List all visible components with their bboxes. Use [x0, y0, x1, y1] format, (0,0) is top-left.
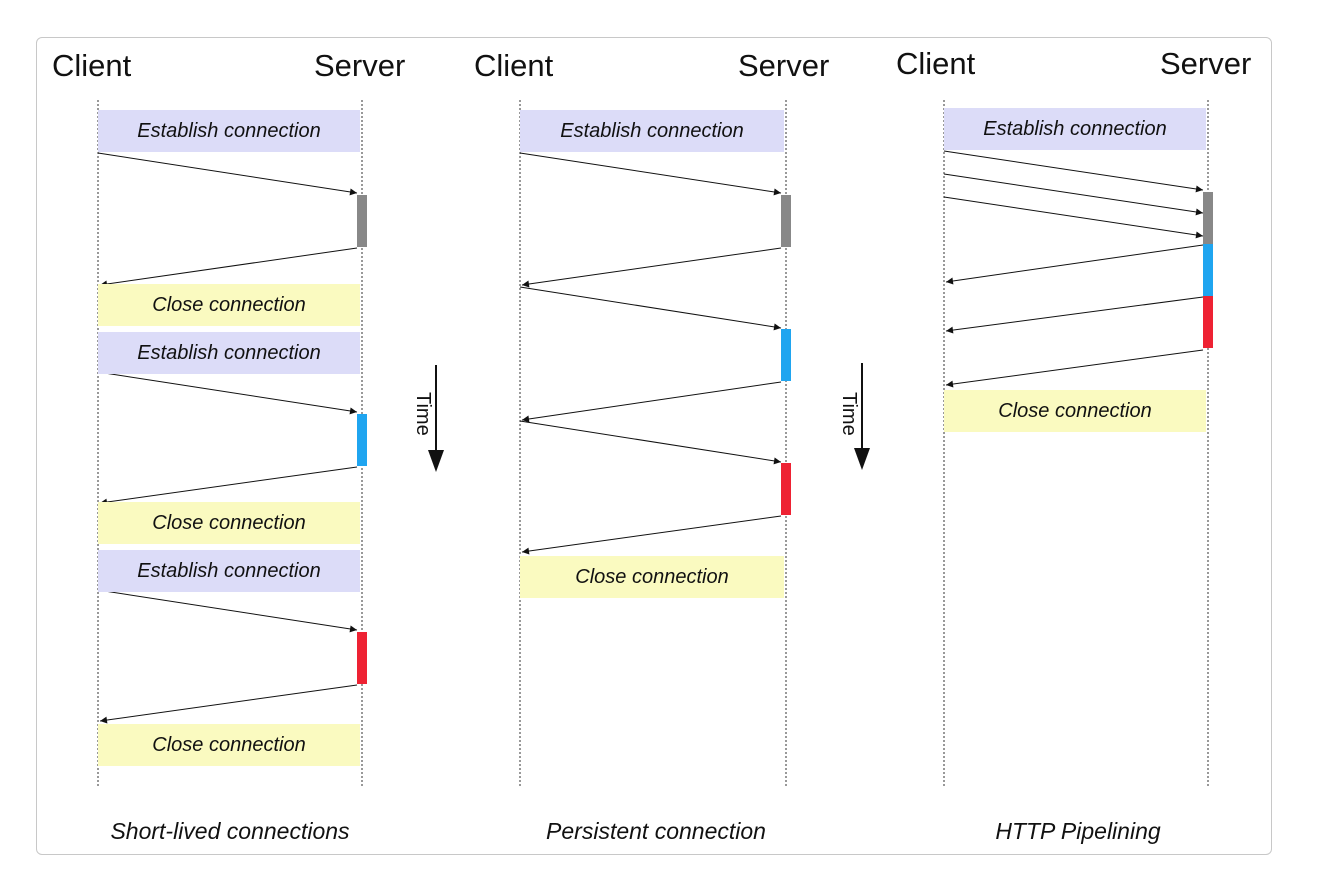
panel3-arrow-response-2	[945, 296, 1204, 334]
panel1-arrow-response-3	[99, 684, 358, 724]
time-arrow-1	[428, 365, 444, 472]
panel1-red-bar	[357, 632, 367, 684]
panel3-establish-box: Establish connection	[944, 108, 1206, 150]
panel1-server-label: Server	[314, 48, 406, 83]
panel3-blue-bar	[1203, 244, 1213, 296]
panel2-arrow-response-3	[521, 515, 782, 555]
panel1-arrow-response-1	[99, 247, 358, 288]
panel1-gray-bar	[357, 195, 367, 247]
panel1-close-box-3: Close connection	[98, 724, 360, 766]
panel1-arrow-request-1	[97, 152, 358, 196]
time-arrow-2	[854, 363, 870, 470]
panel3-caption: HTTP Pipelining	[995, 818, 1161, 844]
panel3-arrow-request-3	[943, 196, 1204, 239]
panel2-gray-bar	[781, 195, 791, 247]
panel3-arrow-request-1	[943, 150, 1204, 193]
panel1-close-box-2: Close connection	[98, 502, 360, 544]
panel3-red-bar	[1203, 296, 1213, 348]
panel1-establish-box-1: Establish connection	[98, 110, 360, 152]
panel2-arrow-response-2	[521, 381, 782, 423]
panel1-arrow-request-2	[97, 371, 358, 415]
panel2-establish-box: Establish connection	[520, 110, 784, 152]
panel1-arrow-response-2	[99, 466, 358, 506]
panel2-red-bar	[781, 463, 791, 515]
time-label-2: Time	[838, 392, 860, 436]
panel1-blue-bar	[357, 414, 367, 466]
panel1-client-label: Client	[52, 48, 132, 83]
panel3-client-label: Client	[896, 46, 976, 81]
panel2-arrow-response-1	[521, 247, 782, 288]
panel2-client-label: Client	[474, 48, 554, 83]
panel2-arrow-request-1	[519, 152, 782, 196]
panel1-establish-box-3: Establish connection	[98, 550, 360, 592]
panel1-close-box-1: Close connection	[98, 284, 360, 326]
panel3-arrow-response-1	[945, 244, 1204, 285]
panel3-arrow-request-2	[943, 173, 1204, 216]
panel1-caption: Short-lived connections	[110, 818, 350, 844]
panel2-blue-bar	[781, 329, 791, 381]
panel2-close-box: Close connection	[520, 556, 784, 598]
panel2-arrow-request-2	[519, 286, 782, 331]
panel1-establish-box-2: Establish connection	[98, 332, 360, 374]
panel3-close-box: Close connection	[944, 390, 1206, 432]
panel2-arrow-request-3	[519, 420, 782, 465]
panel2-caption: Persistent connection	[546, 818, 766, 844]
panel3-gray-bar	[1203, 192, 1213, 244]
panel1-arrow-request-3	[97, 589, 358, 633]
panel3-arrow-response-3	[945, 349, 1204, 388]
panel3-server-label: Server	[1160, 46, 1252, 81]
panel2-server-label: Server	[738, 48, 830, 83]
time-label-1: Time	[412, 392, 434, 436]
